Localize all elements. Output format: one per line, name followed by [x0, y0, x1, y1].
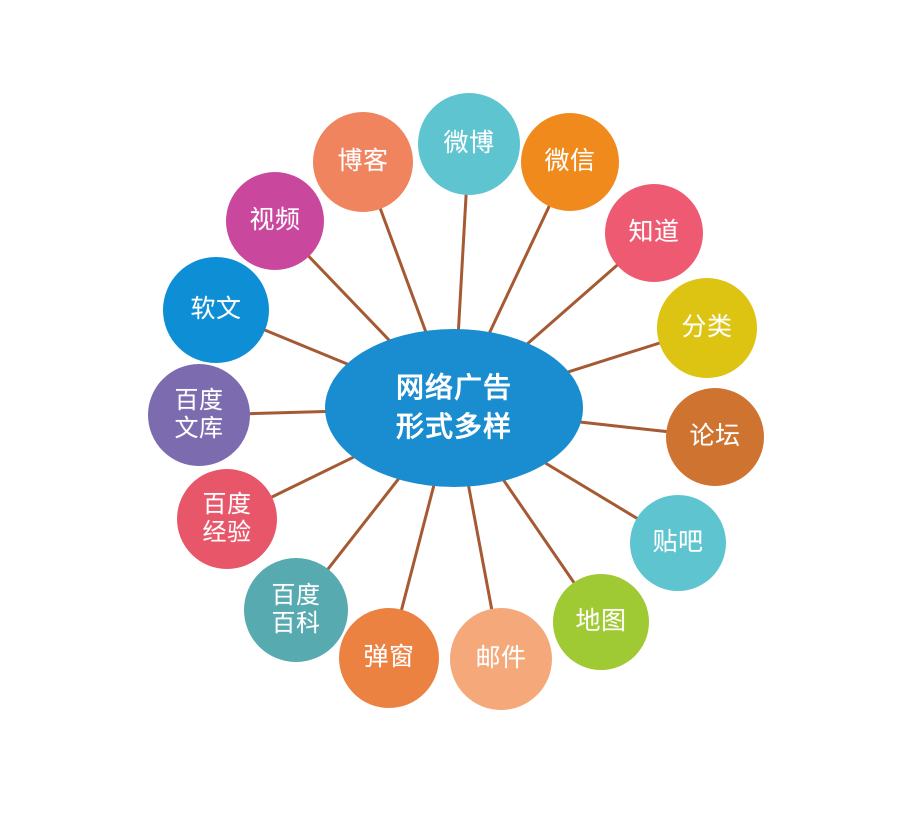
spoke-line [268, 455, 355, 500]
node-label: 百度 百科 [271, 581, 321, 637]
spoke-line [399, 484, 436, 613]
spoke-line [457, 191, 468, 331]
node-label: 微信 [544, 147, 596, 176]
node-circle[interactable]: 百度 文库 [148, 364, 250, 466]
node-circle[interactable]: 软文 [163, 257, 269, 363]
node-label: 论坛 [689, 422, 741, 451]
node-label: 分类 [681, 313, 733, 342]
node-circle[interactable]: 百度 经验 [177, 469, 277, 569]
spoke-line [325, 477, 400, 573]
node-circle[interactable]: 微博 [418, 93, 520, 195]
node-circle[interactable]: 邮件 [450, 608, 552, 710]
node-circle[interactable]: 微信 [521, 113, 619, 211]
spoke-line [544, 461, 641, 521]
node-circle[interactable]: 百度 百科 [244, 558, 348, 662]
node-label: 贴吧 [652, 528, 704, 557]
node-label: 百度 经验 [202, 490, 252, 546]
node-circle[interactable]: 分类 [657, 278, 757, 378]
spoke-line [579, 420, 670, 434]
spoke-line [261, 327, 349, 366]
node-label: 微博 [443, 129, 495, 158]
node-label: 软文 [190, 295, 242, 324]
spoke-line [246, 410, 327, 416]
spoke-line [488, 203, 552, 334]
node-circle[interactable]: 知道 [605, 184, 703, 282]
node-label: 地图 [575, 607, 627, 636]
spoke-line [306, 253, 391, 342]
spoke-line [467, 485, 494, 613]
node-label: 博客 [337, 147, 389, 176]
node-label: 百度 文库 [174, 386, 224, 442]
node-label: 视频 [249, 206, 301, 235]
center-hub-node[interactable]: 网络广告 形式多样 [325, 329, 583, 487]
node-circle[interactable]: 论坛 [666, 388, 764, 486]
node-label: 知道 [628, 218, 680, 247]
node-circle[interactable]: 贴吧 [630, 495, 726, 591]
spoke-line [378, 205, 427, 333]
node-circle[interactable]: 博客 [313, 112, 413, 212]
center-hub-label: 网络广告 形式多样 [395, 372, 512, 442]
node-circle[interactable]: 弹窗 [339, 608, 439, 708]
node-label: 邮件 [475, 644, 527, 673]
spoke-line [567, 341, 663, 374]
spoke-line [502, 479, 577, 586]
node-circle[interactable]: 地图 [553, 574, 649, 670]
node-label: 弹窗 [363, 643, 415, 672]
node-circle[interactable]: 视频 [226, 172, 324, 270]
spoke-line [526, 262, 621, 345]
